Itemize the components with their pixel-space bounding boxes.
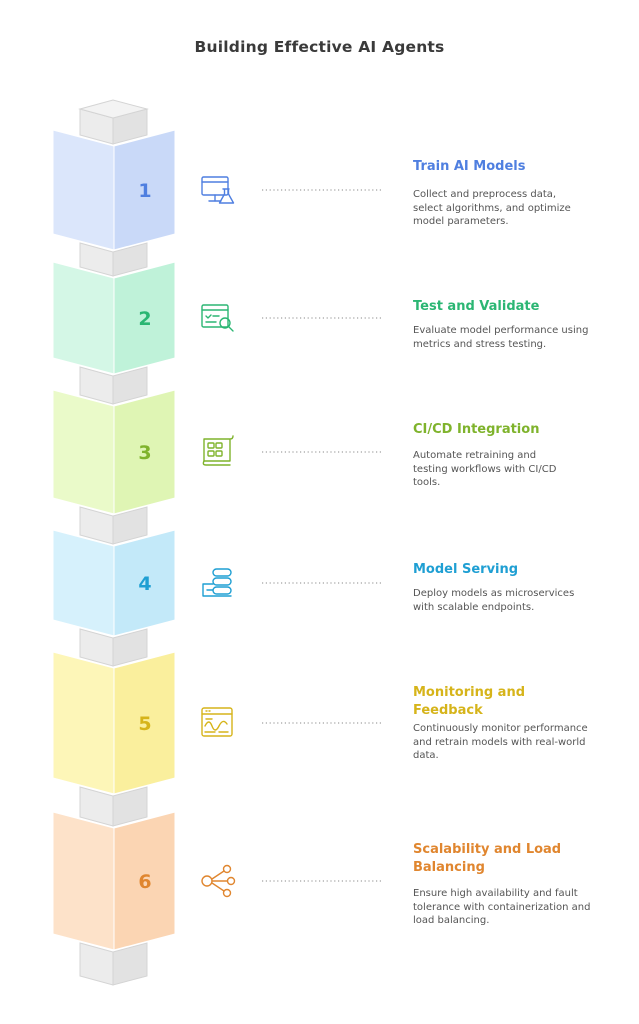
step-title: CI/CD Integration bbox=[413, 422, 540, 437]
step-block-5: 5 bbox=[52, 651, 176, 795]
computer-flask-icon bbox=[201, 176, 235, 204]
checklist-magnifier-icon bbox=[201, 304, 234, 332]
connector-prism bbox=[79, 628, 148, 667]
diagram-title: Building Effective AI Agents bbox=[194, 38, 445, 56]
connector-prism bbox=[79, 786, 148, 827]
network-share-icon bbox=[201, 864, 236, 898]
step-block-6: 6 bbox=[52, 811, 176, 951]
server-stack-icon bbox=[202, 568, 232, 597]
step-block-2: 2 bbox=[52, 261, 176, 375]
connector-prism bbox=[79, 366, 148, 405]
pipeline-board-icon bbox=[202, 435, 234, 466]
step-description: Ensure high availability and fault toler… bbox=[413, 888, 591, 926]
step-title: Monitoring and Feedback bbox=[413, 685, 526, 718]
connector-prism bbox=[79, 506, 148, 545]
step-description: Collect and preprocess data, select algo… bbox=[413, 189, 571, 227]
step-block-1: 1 bbox=[52, 129, 176, 251]
monitor-graph-icon bbox=[201, 707, 233, 737]
connector-prism bbox=[79, 942, 148, 986]
connector-prism bbox=[79, 242, 148, 277]
step-number: 3 bbox=[138, 442, 151, 464]
step-number: 4 bbox=[138, 573, 151, 595]
step-description: Continuously monitor performance and ret… bbox=[413, 723, 588, 761]
step-title: Scalability and Load Balancing bbox=[413, 842, 562, 875]
step-description: Deploy models as microservices with scal… bbox=[413, 588, 575, 613]
step-number: 2 bbox=[138, 308, 151, 330]
step-description: Automate retraining and testing workflow… bbox=[413, 450, 557, 488]
step-description: Evaluate model performance using metrics… bbox=[413, 325, 589, 350]
step-title: Train AI Models bbox=[413, 159, 526, 174]
step-number: 1 bbox=[138, 180, 151, 202]
step-number: 6 bbox=[138, 871, 151, 893]
step-title: Model Serving bbox=[413, 562, 519, 577]
step-title: Test and Validate bbox=[413, 299, 540, 314]
step-number: 5 bbox=[138, 713, 151, 735]
step-block-4: 4 bbox=[52, 529, 176, 637]
step-block-3: 3 bbox=[52, 389, 176, 515]
connector-prism bbox=[78, 99, 149, 145]
